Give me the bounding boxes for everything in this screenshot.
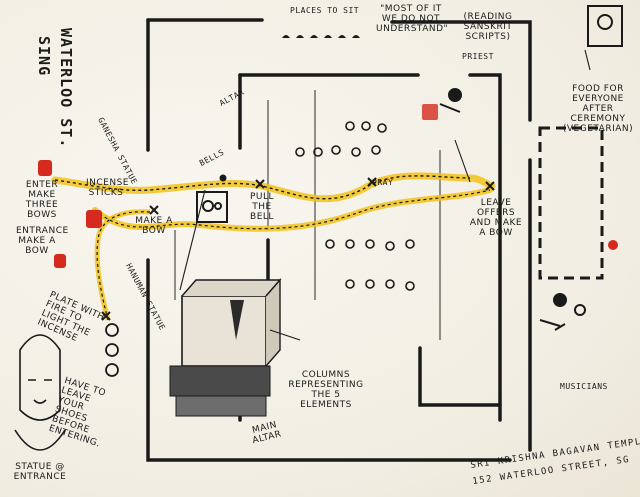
columns-label: COLUMNS REPRESENTING THE 5 ELEMENTS [288, 370, 364, 410]
stop-marks [101, 177, 495, 321]
leave-offers-label: LEAVE OFFERS AND MAKE A BOW [469, 198, 523, 238]
quote-label: "MOST OF IT WE DO NOT UNDERSTAND" [376, 4, 449, 34]
reading-label: (READING SANSKRIT SCRIPTS) [463, 12, 513, 42]
street-title-sub: SING [35, 36, 53, 77]
food-label: FOOD FOR EVERYONE AFTER CEREMONY (VEGETA… [562, 84, 634, 134]
musicians-label: MUSICIANS [560, 382, 608, 391]
ganesha-shrine [196, 191, 228, 223]
visitor-path [51, 172, 496, 321]
callout-arrows [179, 49, 591, 341]
musician-figures [539, 293, 586, 331]
main-altar [169, 278, 282, 417]
seat-marks [282, 35, 360, 38]
priest-figure [439, 88, 462, 113]
make-bow-label: MAKE A BOW [135, 216, 173, 236]
enter-bows-label: ENTER MAKE THREE BOWS [25, 180, 59, 220]
walls [146, 18, 532, 462]
bells-mark [219, 174, 227, 182]
entrance-statue [14, 334, 66, 451]
red-markers [38, 104, 618, 268]
food-box [587, 5, 623, 47]
priest-label: PRIEST [462, 52, 494, 61]
street-title: WATERLOO ST. [57, 28, 75, 149]
right-room [538, 126, 604, 280]
pull-bell-label: PULL THE BELL [249, 192, 275, 222]
places-to-sit-label: PLACES TO SIT [290, 6, 360, 15]
incense-label: INCENSE STICKS [86, 178, 129, 198]
statue-entrance-label: STATUE @ ENTRANCE [13, 462, 67, 482]
people-rows [295, 121, 415, 291]
column-chain [105, 323, 119, 377]
pray-label: PRAY [372, 178, 394, 187]
entrance-bow-label: ENTRANCE MAKE A BOW [16, 226, 69, 256]
